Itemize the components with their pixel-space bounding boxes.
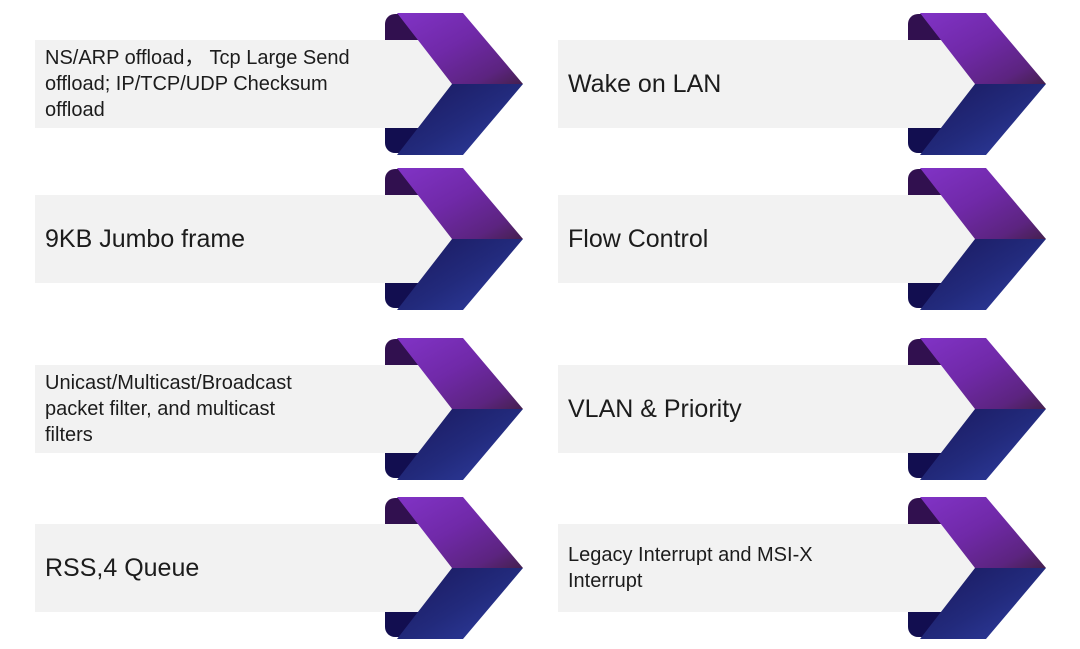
ribbon-chevron-right-icon — [920, 338, 1046, 480]
feature-label-bar: Wake on LAN — [558, 40, 993, 128]
ribbon-chevron-right-icon — [397, 497, 523, 639]
feature-label: 9KB Jumbo frame — [45, 225, 246, 253]
feature-item-offloads: NS/ARP offload， Tcp Large Send offload; … — [35, 13, 523, 155]
feature-label: Wake on LAN — [568, 70, 722, 98]
ribbon-chevron-right-icon — [920, 497, 1046, 639]
feature-label-bar: RSS,4 Queue — [35, 524, 470, 612]
feature-item-interrupts: Legacy Interrupt and MSI-X Interrupt — [558, 497, 1046, 639]
ribbon-chevron-right-icon — [397, 13, 523, 155]
feature-label: Unicast/Multicast/Broadcast packet filte… — [45, 372, 292, 446]
feature-item-packet-filters: Unicast/Multicast/Broadcast packet filte… — [35, 338, 523, 480]
ribbon-chevron-right-icon — [920, 168, 1046, 310]
feature-label: Legacy Interrupt and MSI-X Interrupt — [568, 544, 813, 592]
ribbon-chevron-right-icon — [920, 13, 1046, 155]
feature-label-bar: Unicast/Multicast/Broadcast packet filte… — [35, 365, 470, 453]
feature-label-bar: 9KB Jumbo frame — [35, 195, 470, 283]
feature-item-rss-queue: RSS,4 Queue — [35, 497, 523, 639]
feature-label-bar: VLAN & Priority — [558, 365, 993, 453]
feature-label: Flow Control — [568, 225, 709, 253]
feature-label: NS/ARP offload， Tcp Large Send offload; … — [45, 47, 350, 121]
feature-label-bar: NS/ARP offload， Tcp Large Send offload; … — [35, 40, 470, 128]
feature-label: RSS,4 Queue — [45, 554, 200, 582]
feature-item-wake-on-lan: Wake on LAN — [558, 13, 1046, 155]
feature-label-bar: Flow Control — [558, 195, 993, 283]
feature-item-flow-control: Flow Control — [558, 168, 1046, 310]
ribbon-chevron-right-icon — [397, 338, 523, 480]
feature-label: VLAN & Priority — [568, 395, 742, 423]
feature-label-bar: Legacy Interrupt and MSI-X Interrupt — [558, 524, 993, 612]
feature-item-jumbo-frame: 9KB Jumbo frame — [35, 168, 523, 310]
ribbon-chevron-right-icon — [397, 168, 523, 310]
feature-item-vlan-priority: VLAN & Priority — [558, 338, 1046, 480]
